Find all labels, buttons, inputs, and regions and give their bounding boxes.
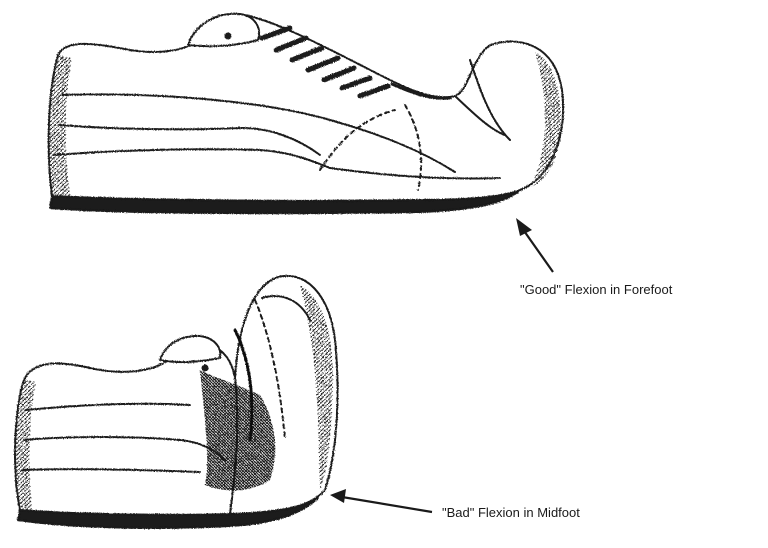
bad-flexion-arrow [330, 489, 432, 512]
good-flexion-arrow [516, 218, 553, 272]
good-shoe-tongue [188, 14, 259, 46]
good-shoe-upper [49, 15, 563, 201]
bad-flexion-label: "Bad" Flexion in Midfoot [442, 505, 580, 520]
bad-shoe-tongue [160, 336, 220, 362]
good-flexion-shoe [49, 14, 563, 213]
bad-flexion-shoe [15, 276, 337, 528]
good-shoe-eyelet [226, 34, 231, 39]
bad-shoe-eyelet [203, 366, 208, 371]
good-flexion-label: "Good" Flexion in Forefoot [520, 282, 672, 297]
